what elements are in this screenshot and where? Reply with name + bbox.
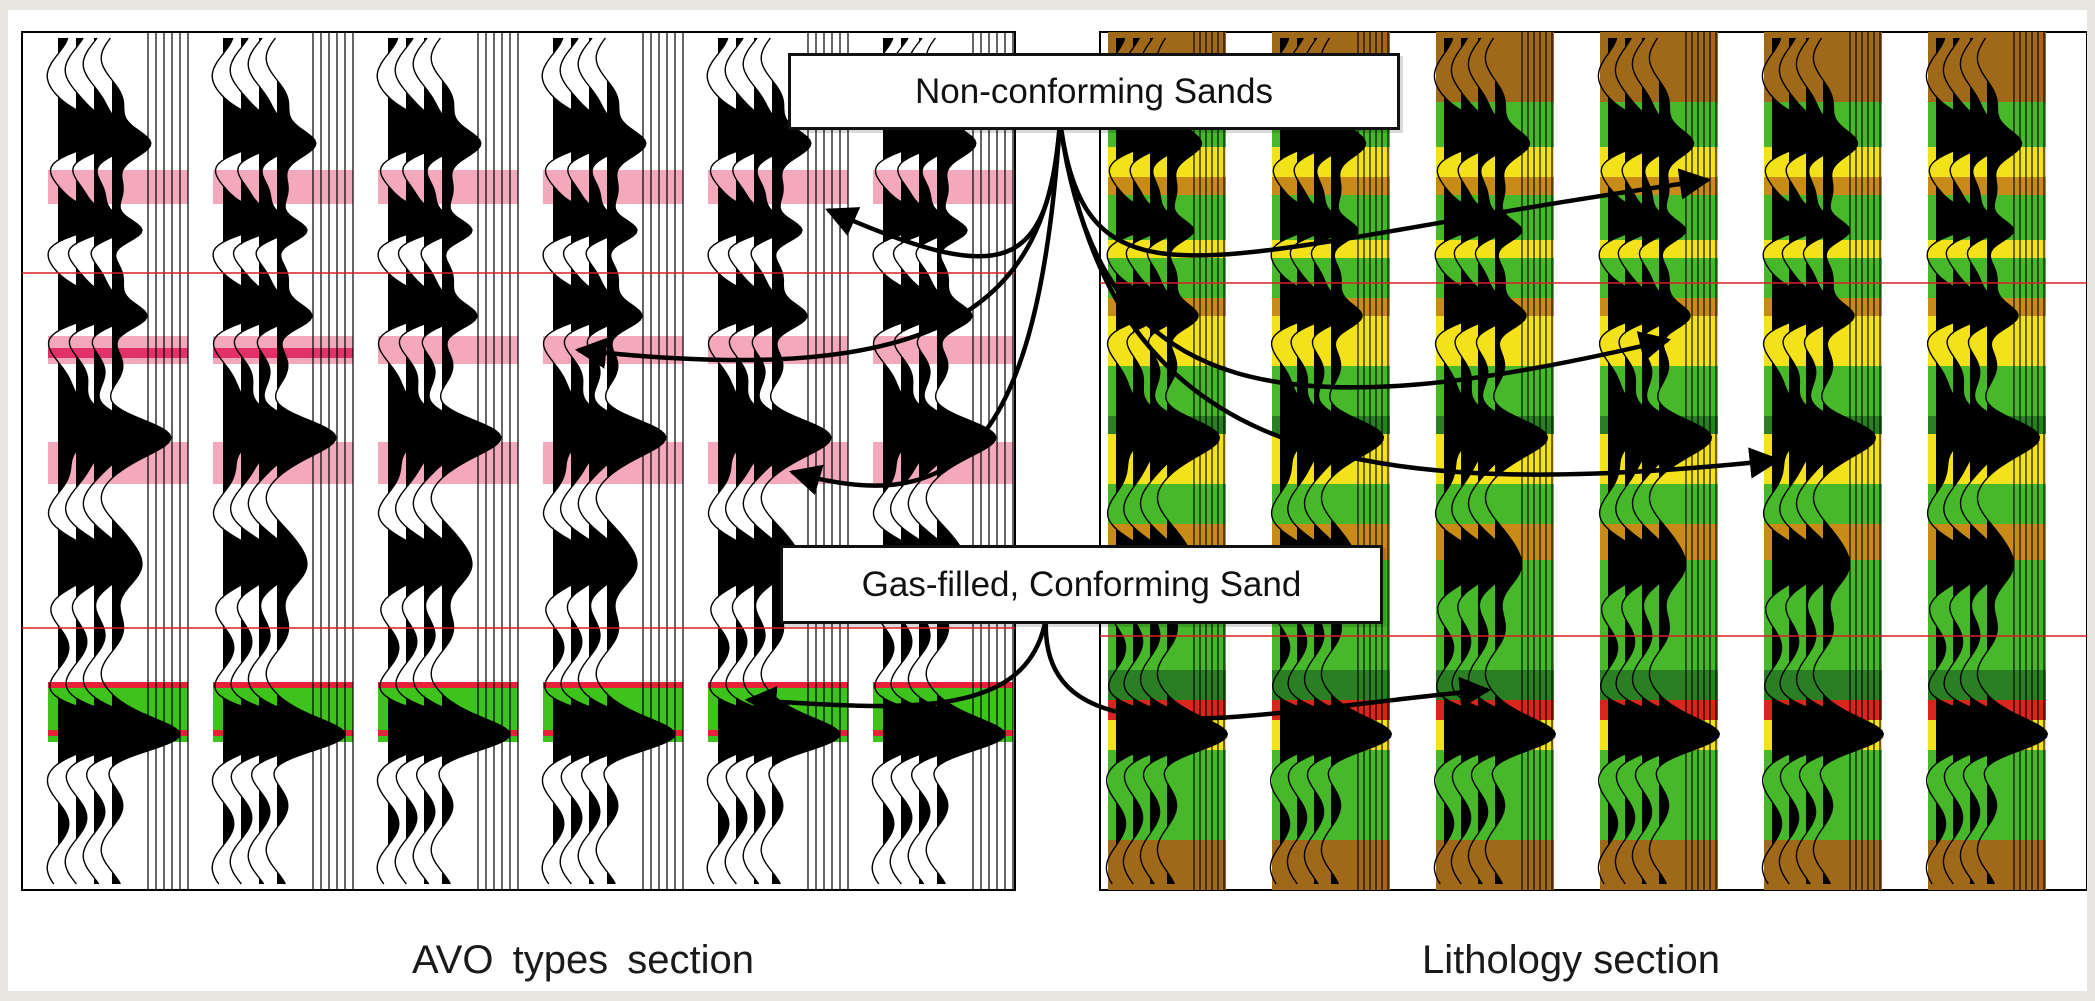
wiggle-trace	[1812, 37, 1885, 885]
callout-arrow	[744, 617, 1049, 718]
figure-canvas	[21, 31, 2087, 891]
wiggle-trace	[430, 37, 511, 885]
avo-conforming-top	[213, 682, 353, 688]
non-conforming-sands-callout: Non-conforming Sands	[788, 53, 1400, 130]
wiggle-trace	[1156, 37, 1229, 885]
wiggle-trace	[760, 37, 841, 885]
figure-frame: Non-conforming Sands Gas-filled, Conform…	[8, 10, 2087, 991]
wiggle-trace	[1976, 37, 2049, 885]
callout-arrow	[574, 121, 1063, 369]
callout-arrow	[1057, 121, 1712, 258]
avo-conforming-top	[543, 682, 683, 688]
gas-filled-sand-callout: Gas-filled, Conforming Sand	[780, 545, 1383, 624]
avo-conforming-top	[378, 682, 518, 688]
callout-arrow	[788, 121, 1063, 495]
callout-arrow	[1057, 121, 1782, 479]
lithology-panel	[1099, 31, 2087, 891]
wiggle-trace	[1484, 37, 1557, 885]
lithology-section-caption: Lithology section	[1422, 938, 1720, 982]
avo-conforming-top	[708, 682, 848, 688]
wiggle-trace	[595, 37, 676, 885]
avo-section-caption: AVO types section	[411, 938, 755, 982]
avo-conforming-top	[48, 682, 188, 688]
avo-conforming-top	[873, 682, 1013, 688]
wiggle-trace	[100, 37, 181, 885]
avo-types-panel	[21, 31, 1016, 891]
callout-arrow	[1043, 617, 1492, 721]
wiggle-trace	[265, 37, 346, 885]
wiggle-trace	[925, 37, 1006, 885]
wiggle-trace	[1320, 37, 1393, 885]
lithology-panel-border	[1099, 31, 2087, 891]
callout-arrows	[574, 121, 1782, 721]
wiggle-trace	[1648, 37, 1721, 885]
